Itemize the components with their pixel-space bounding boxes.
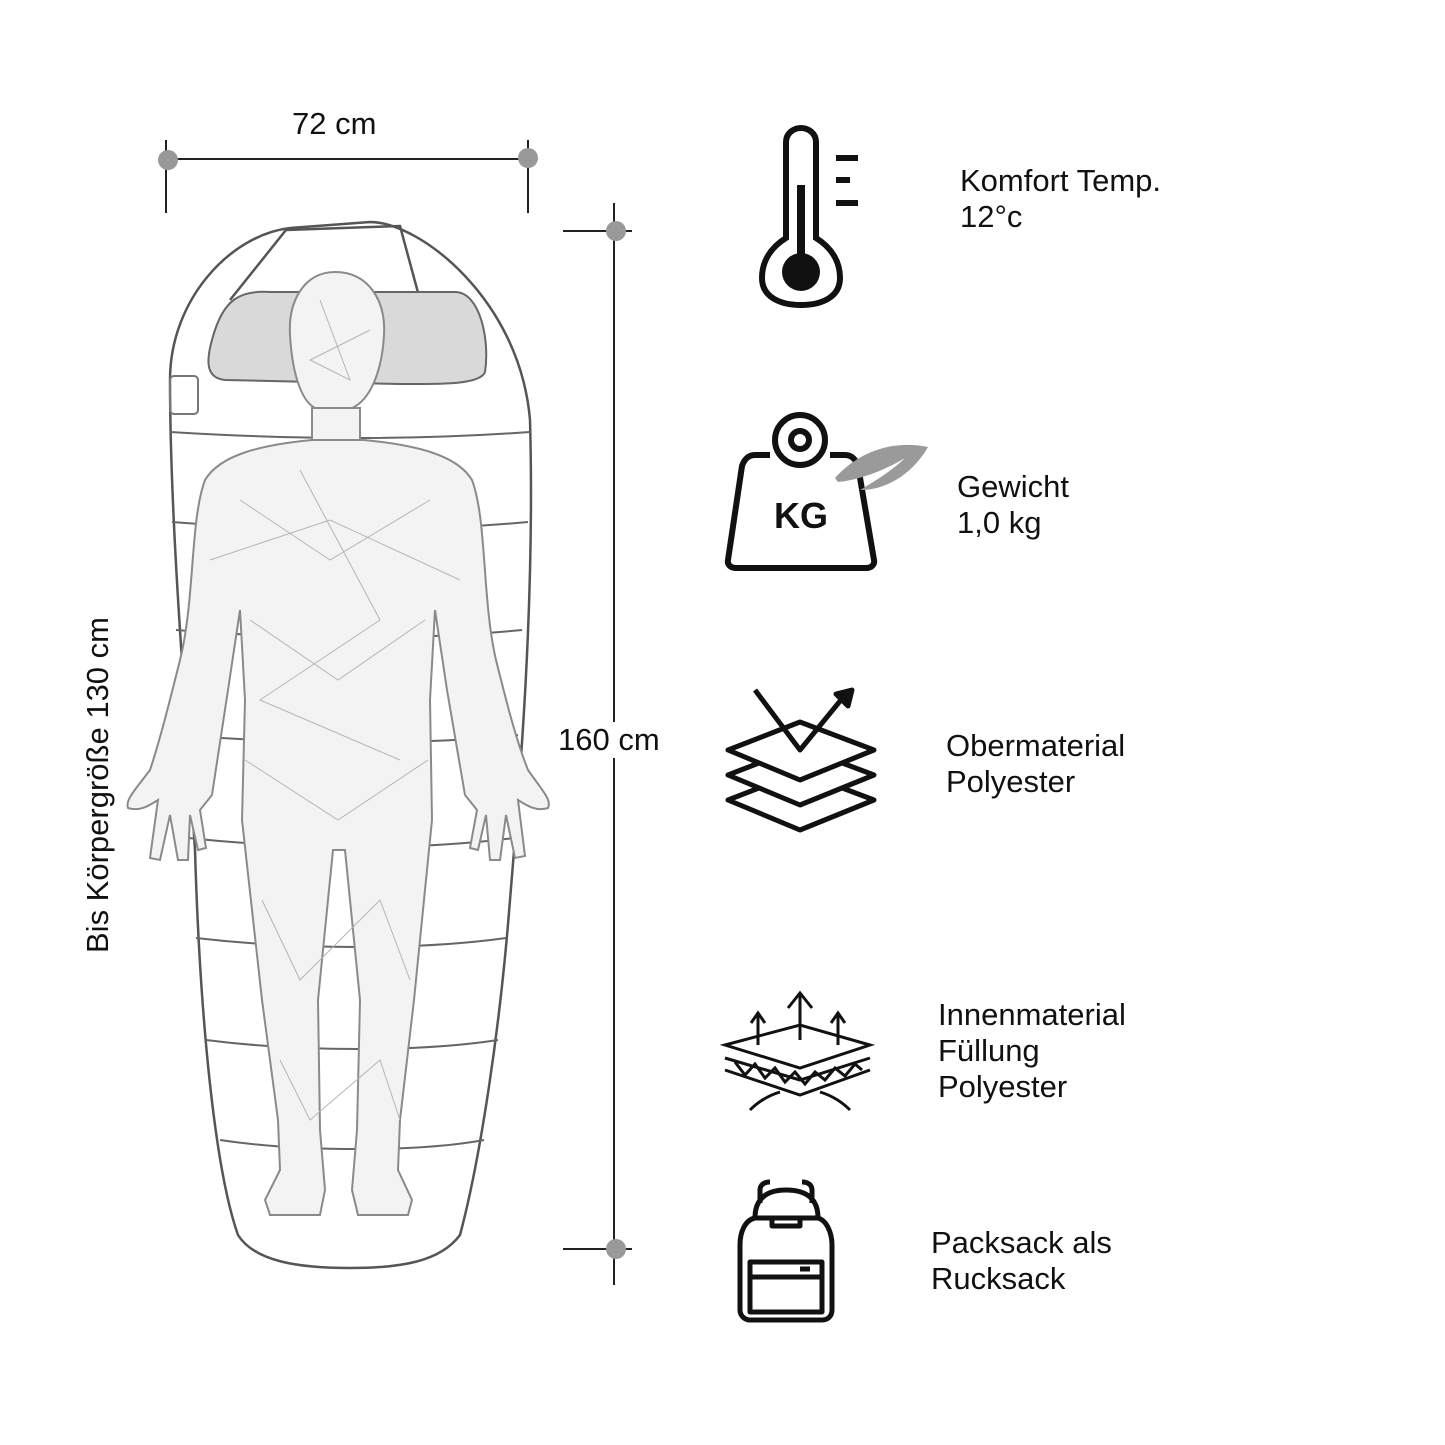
kg-icon-label: KG: [774, 495, 828, 536]
layers-breathable-icon: [725, 687, 877, 833]
feature-backpack: Packsack als Rucksack: [931, 1225, 1112, 1297]
feature-title: Innenmaterial: [938, 997, 1126, 1032]
weight-feather-icon: KG: [724, 412, 928, 571]
feature-value: 1,0 kg: [957, 505, 1042, 540]
feature-outer-material: Obermaterial Polyester: [946, 728, 1125, 800]
feature-title: Gewicht: [957, 469, 1069, 504]
feature-value: Polyester: [938, 1069, 1068, 1104]
feature-value: 12°c: [960, 199, 1023, 234]
feature-value: Rucksack: [931, 1261, 1066, 1296]
human-figure: [126, 270, 550, 1216]
body-height-label: Bis Körpergröße 130 cm: [80, 617, 115, 953]
feature-title: Obermaterial: [946, 728, 1126, 763]
thermometer-icon: [758, 124, 858, 309]
feature-line-2: Füllung: [938, 1033, 1040, 1068]
insulation-layer-icon: [719, 990, 876, 1112]
feature-comfort-temp: Komfort Temp. 12°c: [960, 163, 1161, 235]
width-dimension: [158, 140, 538, 213]
backpack-icon: [737, 1179, 835, 1323]
feature-title: Komfort Temp.: [960, 163, 1162, 198]
bag-tag: [169, 375, 199, 415]
length-label: 160 cm: [556, 722, 662, 758]
feature-weight: Gewicht 1,0 kg: [957, 469, 1069, 541]
feature-inner-material: Innenmaterial Füllung Polyester: [938, 997, 1126, 1105]
body-mesh: [209, 299, 461, 1121]
width-label: 72 cm: [292, 106, 377, 141]
feature-title: Packsack als: [931, 1225, 1112, 1260]
feather-icon: [835, 444, 928, 490]
feature-value: Polyester: [946, 764, 1076, 799]
